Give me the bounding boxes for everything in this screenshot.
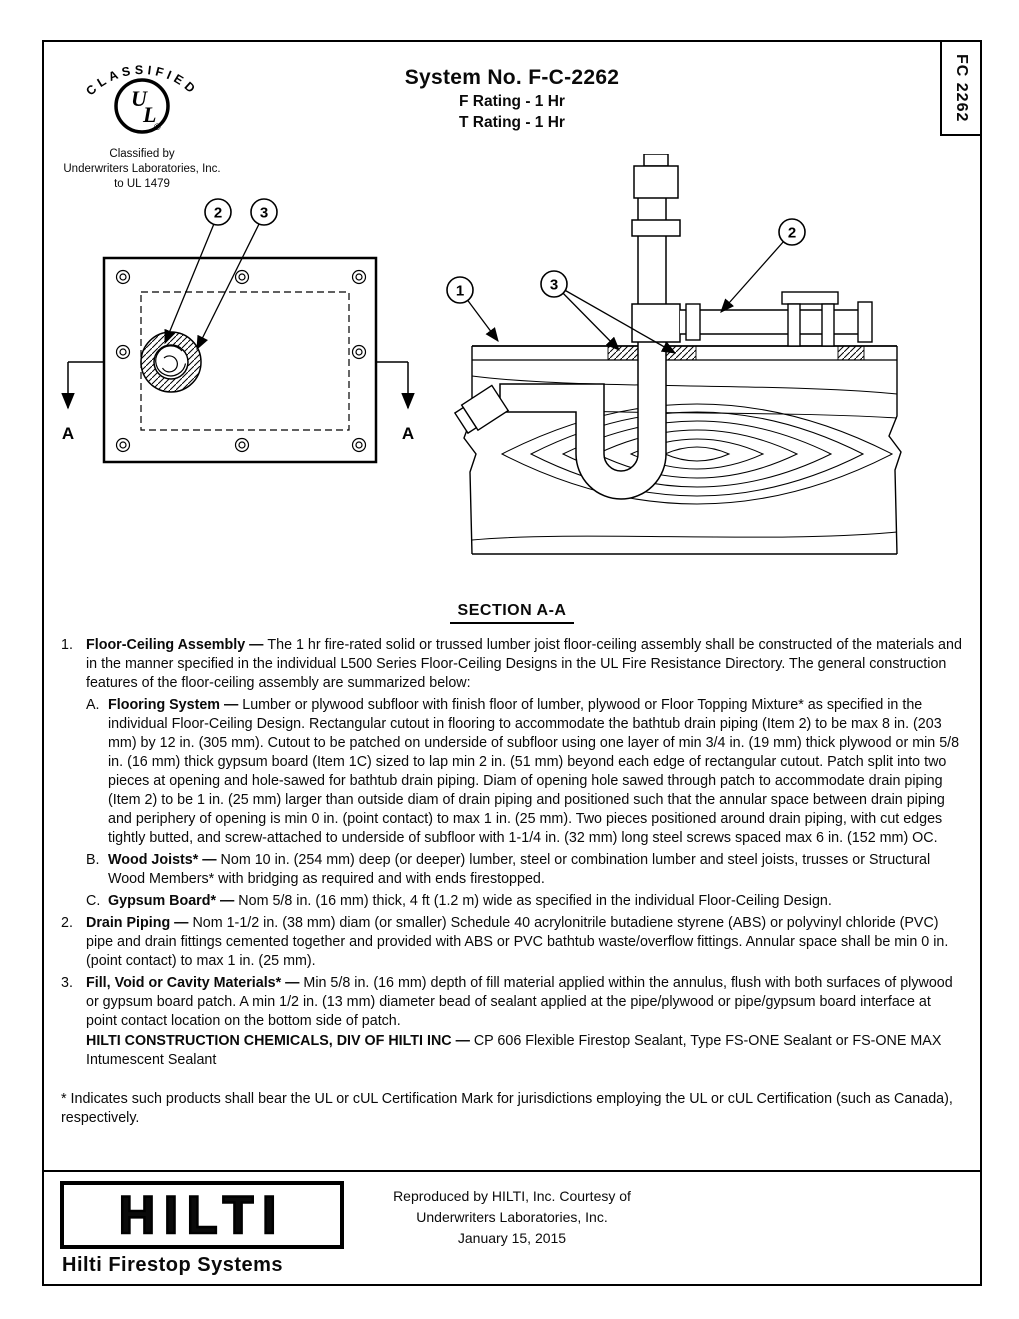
item-title: Wood Joists* — xyxy=(108,852,221,868)
plan-callout-3-label: 3 xyxy=(260,205,268,222)
flange-plate-1 xyxy=(787,303,801,347)
repro-line-2: Underwriters Laboratories, Inc. xyxy=(416,1209,608,1225)
plan-view-drawing: 2 3 A A xyxy=(61,198,415,464)
manufacturer-products: CP 606 Flexible Firestop Sealant, Type F… xyxy=(86,1033,942,1068)
break-edge-right xyxy=(888,346,902,555)
section-callout-1-label: 1 xyxy=(456,283,464,300)
item-number: C. xyxy=(86,893,101,909)
item-number: 2. xyxy=(61,915,73,931)
item-number: 3. xyxy=(61,975,73,991)
plan-callout-2-label: 2 xyxy=(214,205,222,222)
item-text: Nom 10 in. (254 mm) deep (or deeper) lum… xyxy=(108,852,931,887)
f-rating: F Rating - 1 Hr xyxy=(459,93,565,110)
item-text: The 1 hr fire-rated solid or trussed lum… xyxy=(86,637,962,691)
body-item-2: 2. Drain Piping — Nom 1-1/2 in. (38 mm) … xyxy=(61,914,963,971)
certification-footnote: * Indicates such products shall bear the… xyxy=(61,1090,963,1128)
ul-mark-graphic: CLASSIFIED U L ® xyxy=(83,63,197,134)
hilti-logo-text: HILTI xyxy=(118,1185,286,1245)
pipe-opening-with-sealant xyxy=(140,331,202,393)
section-callout-2-label: 2 xyxy=(788,225,796,242)
manufacturer-name: HILTI CONSTRUCTION CHEMICALS, DIV OF HIL… xyxy=(86,1033,474,1049)
cutout-dashed-outline xyxy=(140,291,350,431)
section-arrow-label-right: A xyxy=(402,424,414,443)
doc-id-vertical-text: FC 2262 xyxy=(953,53,970,123)
section-label-text: SECTION A-A xyxy=(449,602,575,624)
ul-caption-line1: Classified by xyxy=(109,148,175,160)
section-cut-line xyxy=(61,361,415,410)
pipe-coupling xyxy=(631,219,681,237)
section-callout-leaders xyxy=(459,231,793,354)
doc-id-tab: FC 2262 xyxy=(940,42,980,136)
hilti-tagline: Hilti Firestop Systems xyxy=(62,1254,284,1276)
item-number: B. xyxy=(86,852,100,868)
footnote-text: * Indicates such products shall bear the… xyxy=(61,1091,953,1126)
drain-pipe-vertical xyxy=(631,154,681,343)
ul-caption: Classified by Underwriters Laboratories,… xyxy=(56,147,228,192)
specification-text: 1. Floor-Ceiling Assembly — The 1 hr fir… xyxy=(44,636,980,1128)
item-title: Floor-Ceiling Assembly — xyxy=(86,637,268,653)
section-arrow-label-left: A xyxy=(62,424,74,443)
body-item-1b: B. Wood Joists* — Nom 10 in. (254 mm) de… xyxy=(86,851,963,889)
overflow-branch-pipe xyxy=(680,291,873,347)
body-item-3: 3. Fill, Void or Cavity Materials* — Min… xyxy=(61,974,963,1031)
hilti-logo: HILTI xyxy=(60,1181,344,1249)
ul-letter-u: U xyxy=(131,86,148,111)
document-footer: HILTI Hilti Firestop Systems Reproduced … xyxy=(44,1170,980,1284)
item-title: Drain Piping — xyxy=(86,915,193,931)
manufacturer-line: HILTI CONSTRUCTION CHEMICALS, DIV OF HIL… xyxy=(86,1032,963,1070)
reproduction-notice: Reproduced by HILTI, Inc. Courtesy of Un… xyxy=(393,1186,631,1249)
subfloor-patch-plate xyxy=(102,256,378,464)
tee-fitting xyxy=(631,303,681,343)
section-callouts xyxy=(446,218,806,304)
ul-caption-line3: to UL 1479 xyxy=(114,177,170,190)
item-number: A. xyxy=(86,697,100,713)
break-edge-left xyxy=(463,346,477,555)
drawings-area: 2 3 A A xyxy=(44,154,980,600)
pipe-top-stub xyxy=(643,154,669,167)
p-trap xyxy=(453,342,667,500)
overflow-fitting-top xyxy=(633,165,679,199)
body-item-1: 1. Floor-Ceiling Assembly — The 1 hr fir… xyxy=(61,636,963,693)
item-number: 1. xyxy=(61,637,73,653)
title-block: System No. F-C-2262 F Rating - 1 Hr T Ra… xyxy=(44,66,980,132)
branch-coupling xyxy=(685,303,701,341)
item-title: Gypsum Board* — xyxy=(108,893,239,909)
body-item-1a: A. Flooring System — Lumber or plywood s… xyxy=(86,696,963,848)
repro-line-1: Reproduced by HILTI, Inc. Courtesy of xyxy=(393,1188,631,1204)
pipe-cross-section-swirl xyxy=(155,345,187,377)
ul-classified-logo: CLASSIFIED U L ® Classified by Underwrit… xyxy=(56,48,228,192)
plan-callout-leaders xyxy=(164,213,265,351)
repro-line-3: January 15, 2015 xyxy=(457,1230,567,1246)
ul-circle xyxy=(114,78,170,134)
ul-letter-l: L xyxy=(142,102,156,127)
trap-inlet-fitting xyxy=(453,384,510,435)
section-view-drawing: 1 3 2 xyxy=(446,154,902,555)
item-text: Min 5/8 in. (16 mm) depth of fill materi… xyxy=(86,975,953,1029)
t-rating: T Rating - 1 Hr xyxy=(459,114,565,131)
section-callout-3-label: 3 xyxy=(550,277,558,294)
pipe-cross-section-swirl-inner xyxy=(161,355,178,373)
screw-fasteners xyxy=(115,269,367,453)
ul-caption-line2: Underwriters Laboratories, Inc. xyxy=(63,162,221,175)
item-title: Fill, Void or Cavity Materials* — xyxy=(86,975,304,991)
item-title: Flooring System — xyxy=(108,697,243,713)
registered-mark: ® xyxy=(154,122,161,132)
section-label: SECTION A-A xyxy=(44,602,980,624)
item-text: Nom 1-1/2 in. (38 mm) diam (or smaller) … xyxy=(86,915,949,969)
page-border-frame: CLASSIFIED U L ® Classified by Underwrit… xyxy=(42,40,982,1286)
branch-end-cap xyxy=(857,301,873,343)
system-number-title: System No. F-C-2262 xyxy=(404,66,620,89)
flange-plate-2 xyxy=(821,303,835,347)
wood-joist-grain xyxy=(463,346,902,555)
document-header: CLASSIFIED U L ® Classified by Underwrit… xyxy=(44,42,980,190)
item-text: Lumber or plywood subfloor with finish f… xyxy=(108,697,960,846)
body-item-1c: C. Gypsum Board* — Nom 5/8 in. (16 mm) t… xyxy=(86,892,963,911)
item-text: Nom 5/8 in. (16 mm) thick, 4 ft (1.2 m) … xyxy=(238,893,832,909)
flange-top-plate xyxy=(781,291,839,305)
plan-callouts xyxy=(204,198,278,226)
